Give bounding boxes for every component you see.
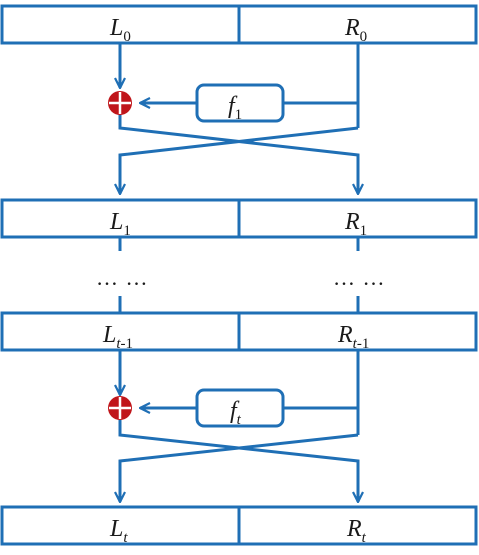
ellipsis-left: … … — [96, 265, 149, 290]
cross-line-left-to-right-t — [118, 419, 358, 502]
cross-line-left-to-right-1 — [118, 114, 358, 194]
register-right-t — [237, 505, 478, 546]
label-Rt: Rt — [346, 516, 367, 546]
label-Lt: Lt — [109, 516, 128, 546]
function-box-ft — [195, 388, 285, 428]
xor-circle-plus-icon — [108, 91, 132, 115]
xor-circle-plus-icon — [108, 396, 132, 420]
label-R1: R1 — [344, 209, 367, 239]
round-1 — [120, 43, 358, 194]
round-t — [120, 350, 358, 502]
label-L-t-minus-1: Lt-1 — [102, 322, 133, 352]
label-L1: L1 — [109, 209, 131, 239]
register-row-t: Lt Rt — [0, 505, 478, 546]
cross-line-right-to-left-1 — [120, 126, 359, 194]
register-row-1: L1 R1 — [0, 198, 478, 239]
label-ft: ft — [230, 398, 242, 428]
ellipsis-connectors — [118, 237, 360, 312]
cross-line-right-to-left-t — [120, 433, 359, 502]
register-left-t — [0, 505, 241, 546]
label-R-t-minus-1: Rt-1 — [337, 322, 369, 352]
function-box-f1 — [195, 83, 285, 123]
register-row-t-minus-1: Lt-1 Rt-1 — [0, 311, 478, 352]
label-R0: R0 — [344, 15, 367, 45]
register-right-t-minus-1 — [237, 311, 478, 352]
register-right-1 — [237, 198, 478, 239]
register-row-0: L0 R0 — [0, 4, 478, 45]
label-L0: L0 — [109, 15, 131, 45]
ellipsis-right: … … — [333, 265, 386, 290]
label-f1: f1 — [228, 93, 242, 123]
